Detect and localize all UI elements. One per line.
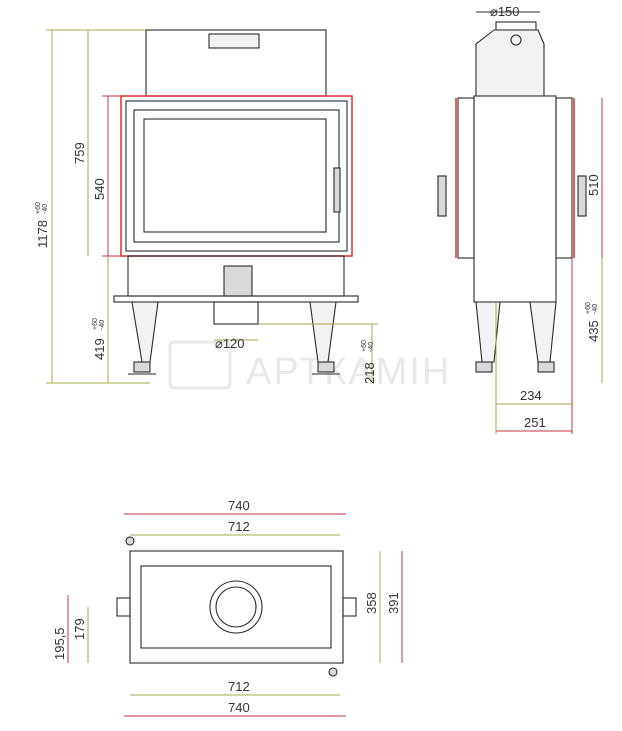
side-dim-150-bar	[495, 21, 537, 31]
dim-358-label: 358	[364, 592, 379, 614]
top-corner-mark-tl	[125, 536, 135, 546]
dim-435-tol-plus: +60	[585, 302, 592, 314]
dim-419-label: 419	[92, 338, 107, 360]
dim-391-label: 391	[386, 592, 401, 614]
side-door-left	[457, 97, 475, 259]
dim-740-top-label: 740	[228, 498, 250, 513]
dim-218-tol-plus: +60	[361, 340, 368, 352]
top-flue-outer	[209, 580, 263, 634]
side-door-right	[555, 97, 573, 259]
top-right-bracket	[342, 597, 357, 617]
dim-419-tol-plus: +60	[92, 318, 99, 330]
top-inner-firebox	[140, 565, 332, 649]
side-flue-ring	[510, 34, 522, 46]
dim-218-tol-minus: -40	[368, 342, 375, 352]
top-left-bracket	[116, 597, 131, 617]
front-door-outer	[125, 100, 348, 252]
front-bottom-flue	[213, 301, 259, 325]
side-body	[473, 95, 557, 303]
dim-1178-tol-plus: +60	[35, 202, 42, 214]
front-view: 1178 +60 -40 759 540 419 +60 -40 218 +60…	[35, 29, 378, 384]
top-corner-mark-br	[328, 667, 338, 677]
dim-234-label: 234	[520, 388, 542, 403]
front-foot-right	[317, 361, 335, 373]
side-flue-housing	[475, 29, 545, 97]
top-view: 740 712 712 740 358 391 179 195,5	[52, 498, 403, 717]
dim-740-bottom-label: 740	[228, 700, 250, 715]
watermark: АРТКАМІН	[168, 340, 451, 393]
front-glass	[143, 118, 327, 233]
front-base-plate	[113, 295, 359, 303]
front-flue-collar	[208, 33, 260, 49]
side-handle-right	[577, 175, 587, 217]
side-handle-left	[437, 175, 447, 217]
top-outer-body	[129, 550, 344, 664]
side-leg-right	[529, 301, 557, 363]
dim-179-label: 179	[72, 618, 87, 640]
dim-435-tol-minus: -40	[592, 304, 599, 314]
dim-120-label: ⌀120	[215, 336, 245, 351]
side-foot-right	[537, 361, 555, 373]
dim-251-label: 251	[524, 415, 546, 430]
top-flue-inner	[215, 586, 257, 628]
front-door-handle	[333, 167, 341, 213]
side-leg-left	[475, 301, 501, 363]
front-leg-left	[131, 301, 159, 363]
dim-510-label: 510	[586, 174, 601, 196]
front-foot-left	[133, 361, 151, 373]
front-door-inner	[133, 109, 340, 243]
side-foot-left	[475, 361, 493, 373]
dim-540-label: 540	[92, 178, 107, 200]
front-air-control	[223, 265, 253, 297]
side-view: ⌀150 510 435 +60 -40 234 251	[437, 4, 603, 434]
watermark-text: АРТКАМІН	[246, 351, 451, 393]
dim-1178-tol-minus: -40	[42, 204, 49, 214]
dim-195-5-label: 195,5	[52, 627, 67, 660]
dim-1178-label: 1178	[35, 220, 50, 248]
dim-150-label: ⌀150	[490, 4, 520, 19]
dim-759-label: 759	[72, 142, 87, 164]
dim-712-top-label: 712	[228, 519, 250, 534]
dim-712-bottom-label: 712	[228, 679, 250, 694]
dim-435-label: 435	[586, 320, 601, 342]
dim-218-label: 218	[362, 362, 377, 384]
dim-419-tol-minus: -40	[99, 320, 106, 330]
